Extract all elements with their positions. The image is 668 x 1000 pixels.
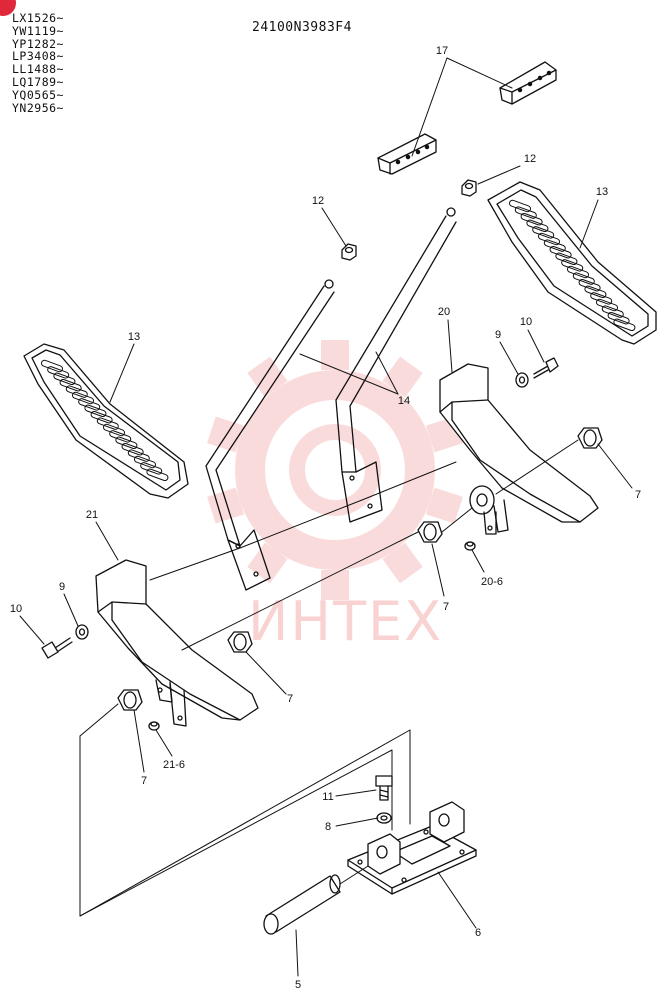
callout-7-a: 7 — [635, 489, 641, 501]
nut-21-6 — [148, 721, 160, 731]
callout-5: 5 — [295, 979, 301, 991]
callout-21-6: 21-6 — [163, 759, 185, 771]
pedal-cap-lower — [377, 133, 437, 175]
serial-number: LX1526~ — [12, 11, 64, 25]
callout-20-6: 20-6 — [481, 576, 503, 588]
washer-9-right — [515, 372, 529, 388]
pedal-arm-left — [205, 279, 335, 591]
drawing-number: 24100N3983F4 — [252, 20, 352, 35]
bracket-6 — [347, 801, 477, 895]
washer-9-left — [75, 624, 89, 640]
serial-number-list: LX1526~ YW1119~ YP1282~ LP3408~ LL1488~ … — [12, 12, 64, 114]
callout-9-right: 9 — [495, 329, 501, 341]
tread-plate-left — [23, 343, 189, 499]
bushing-7-d — [117, 689, 143, 711]
bushing-7-a — [577, 427, 603, 449]
serial-number: LP3408~ — [12, 49, 64, 64]
nut-12-right — [461, 179, 477, 197]
callout-10-left: 10 — [10, 603, 22, 615]
serial-number: LQ1789~ — [12, 74, 64, 89]
pedal-cap-upper — [499, 61, 557, 105]
leader-lines — [19, 57, 633, 977]
washer-8 — [376, 812, 392, 824]
serial-number: YP1282~ — [12, 36, 64, 51]
bushing-7-c — [227, 631, 253, 653]
callout-20: 20 — [438, 306, 450, 318]
callout-17: 17 — [436, 45, 448, 57]
serial-number: YQ0565~ — [12, 87, 64, 102]
corner-badge — [0, 0, 16, 16]
callout-13-right: 13 — [596, 186, 608, 198]
nut-12-left — [341, 243, 357, 261]
pedal-21 — [95, 559, 259, 727]
callout-13-left: 13 — [128, 331, 140, 343]
assembly-lines — [79, 439, 579, 917]
serial-number: YW1119~ — [12, 23, 64, 38]
bolt-10-left — [41, 637, 73, 659]
callout-9-left: 9 — [59, 581, 65, 593]
callout-7-b: 7 — [443, 601, 449, 613]
callout-12-right: 12 — [524, 153, 536, 165]
callout-11: 11 — [322, 791, 333, 803]
callout-21: 21 — [86, 509, 98, 521]
nut-20-6 — [464, 541, 476, 551]
callout-10-right: 10 — [520, 316, 532, 328]
bolt-10-right — [533, 357, 559, 379]
callout-7-c: 7 — [287, 693, 293, 705]
serial-number: YN2956~ — [12, 100, 64, 115]
pedal-20 — [439, 363, 599, 535]
callout-14: 14 — [398, 395, 410, 407]
callout-12-left: 12 — [312, 195, 324, 207]
tread-plate-right — [487, 181, 657, 345]
bolt-11 — [375, 775, 393, 801]
pin-5 — [263, 874, 341, 935]
callout-6: 6 — [475, 927, 481, 939]
serial-number: LL1488~ — [12, 62, 64, 77]
callout-7-d: 7 — [141, 775, 147, 787]
bushing-7-b — [417, 521, 443, 543]
callout-8: 8 — [325, 821, 331, 833]
